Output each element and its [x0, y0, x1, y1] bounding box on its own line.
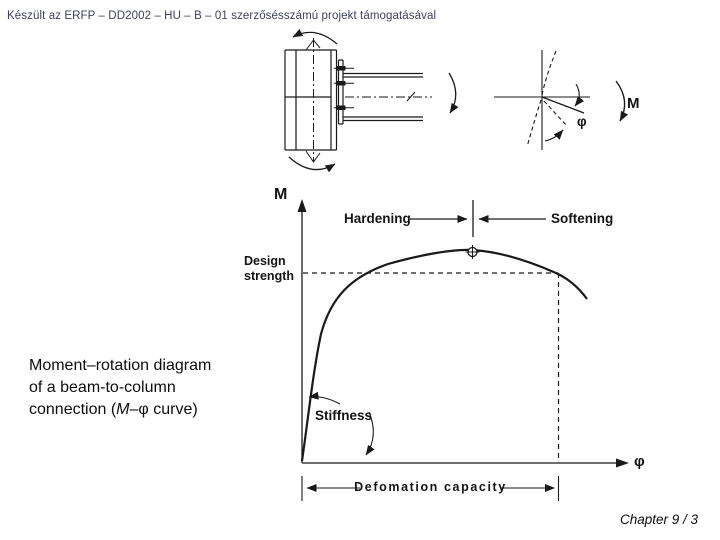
figure-caption: Moment–rotation diagram of a beam-to-col…: [29, 355, 211, 421]
phi-axis-label: φ: [634, 453, 645, 470]
moment-arrow-top-icon: [292, 28, 338, 45]
rotated-beam-line: [541, 96, 585, 114]
chapter-page-number: Chapter 9 / 3: [619, 512, 698, 527]
end-plate: [337, 59, 344, 125]
beam-flanges: [343, 72, 423, 122]
hardening-label: Hardening: [344, 211, 411, 226]
caption-line-3: connection (M–φ curve): [29, 401, 198, 418]
m-axis-label: M: [274, 186, 288, 203]
deformation-capacity-label: Defomation capacity: [354, 480, 507, 494]
stiffness-arrow-upper-icon: [308, 391, 341, 405]
moment-rotation-chart: [297, 199, 629, 501]
moment-m-arrow-icon: [615, 80, 629, 122]
caption-m-italic: M: [116, 401, 130, 418]
sketch-moment-label: M: [627, 95, 640, 112]
bolt: [336, 81, 346, 86]
phi-axis-arrowhead: [616, 458, 629, 468]
caption-line-2: of a beam-to-column: [29, 379, 176, 396]
rotation-sketch: [494, 50, 629, 150]
bolts: [336, 66, 346, 110]
bolt: [336, 66, 346, 71]
moment-rotation-curve: [300, 248, 588, 462]
header-credit-text: Készült az ERFP – DD2002 – HU – B – 01 s…: [7, 10, 437, 22]
deflected-shape-dashed: [526, 50, 568, 148]
peak-point-marker: [465, 245, 480, 259]
column-flanges: [284, 49, 338, 151]
m-axis-arrowhead: [297, 199, 307, 212]
phi-angle-arrow-icon: [544, 129, 564, 142]
stiffness-label: Stiffness: [315, 408, 373, 423]
column-break-symbol-bottom: [305, 150, 321, 163]
rotation-arrow-small-icon: [574, 83, 585, 107]
beam-column-connection-drawing: [284, 28, 459, 173]
softening-label: Softening: [551, 211, 614, 226]
design-strength-label: Design strength: [244, 254, 294, 283]
caption-line-1: Moment–rotation diagram: [29, 357, 212, 374]
bolt: [336, 105, 346, 110]
sketch-phi-label: φ: [577, 114, 587, 129]
moment-arrow-bottom-icon: [288, 156, 336, 173]
column-break-symbol-top: [305, 39, 321, 51]
moment-arrow-beam-icon: [448, 72, 459, 114]
beam-break-symbol: [406, 91, 416, 102]
bolt-shanks: [334, 67, 354, 109]
